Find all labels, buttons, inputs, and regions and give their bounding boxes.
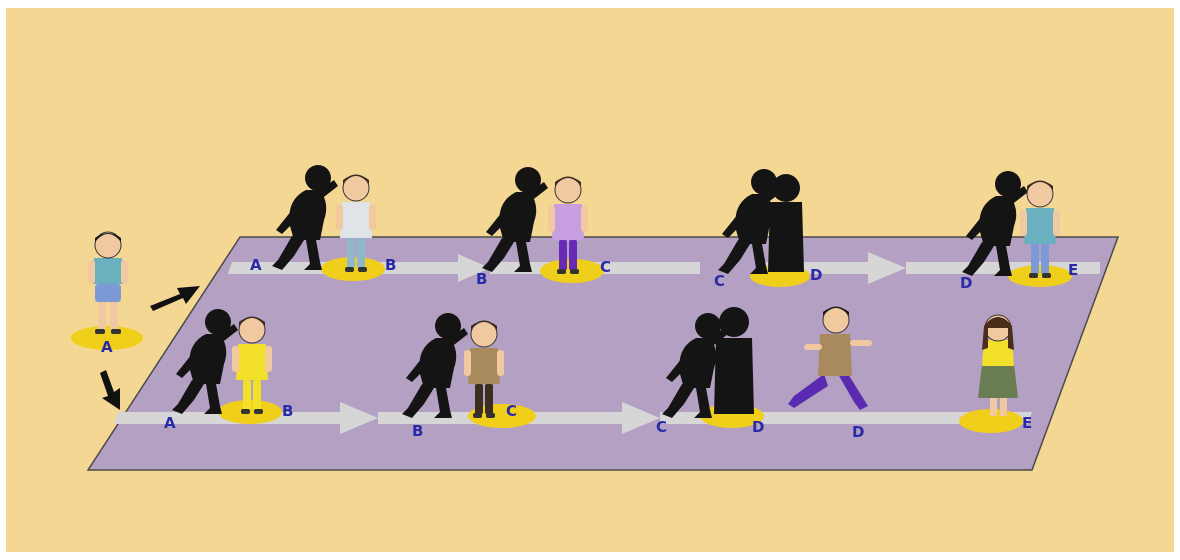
top-listener-label-1: B (385, 256, 396, 274)
bottom-listener-3 (714, 307, 754, 414)
bottom-whisperer-label-1: A (164, 414, 176, 432)
bottom-listener-label-2: C (506, 402, 517, 420)
top-listener-3 (768, 174, 804, 272)
top-whisperer-label-3: C (714, 272, 725, 290)
bottom-runner-label: D (852, 423, 864, 441)
bottom-listener-label-1: B (282, 402, 293, 420)
top-whisperer-label-2: B (476, 270, 487, 288)
bottom-whisperer-label-2: B (412, 422, 423, 440)
top-whisperer-label-1: A (250, 256, 262, 274)
top-listener-label-3: D (810, 266, 822, 284)
top-whisperer-label-4: D (960, 274, 972, 292)
top-listener-label-4: E (1068, 261, 1078, 279)
bottom-whisperer-label-3: C (656, 418, 667, 436)
bottom-end-label: E (1022, 414, 1032, 432)
bottom-listener-label-3: D (752, 418, 764, 436)
start-label: A (101, 338, 113, 356)
top-listener-label-2: C (600, 258, 611, 276)
